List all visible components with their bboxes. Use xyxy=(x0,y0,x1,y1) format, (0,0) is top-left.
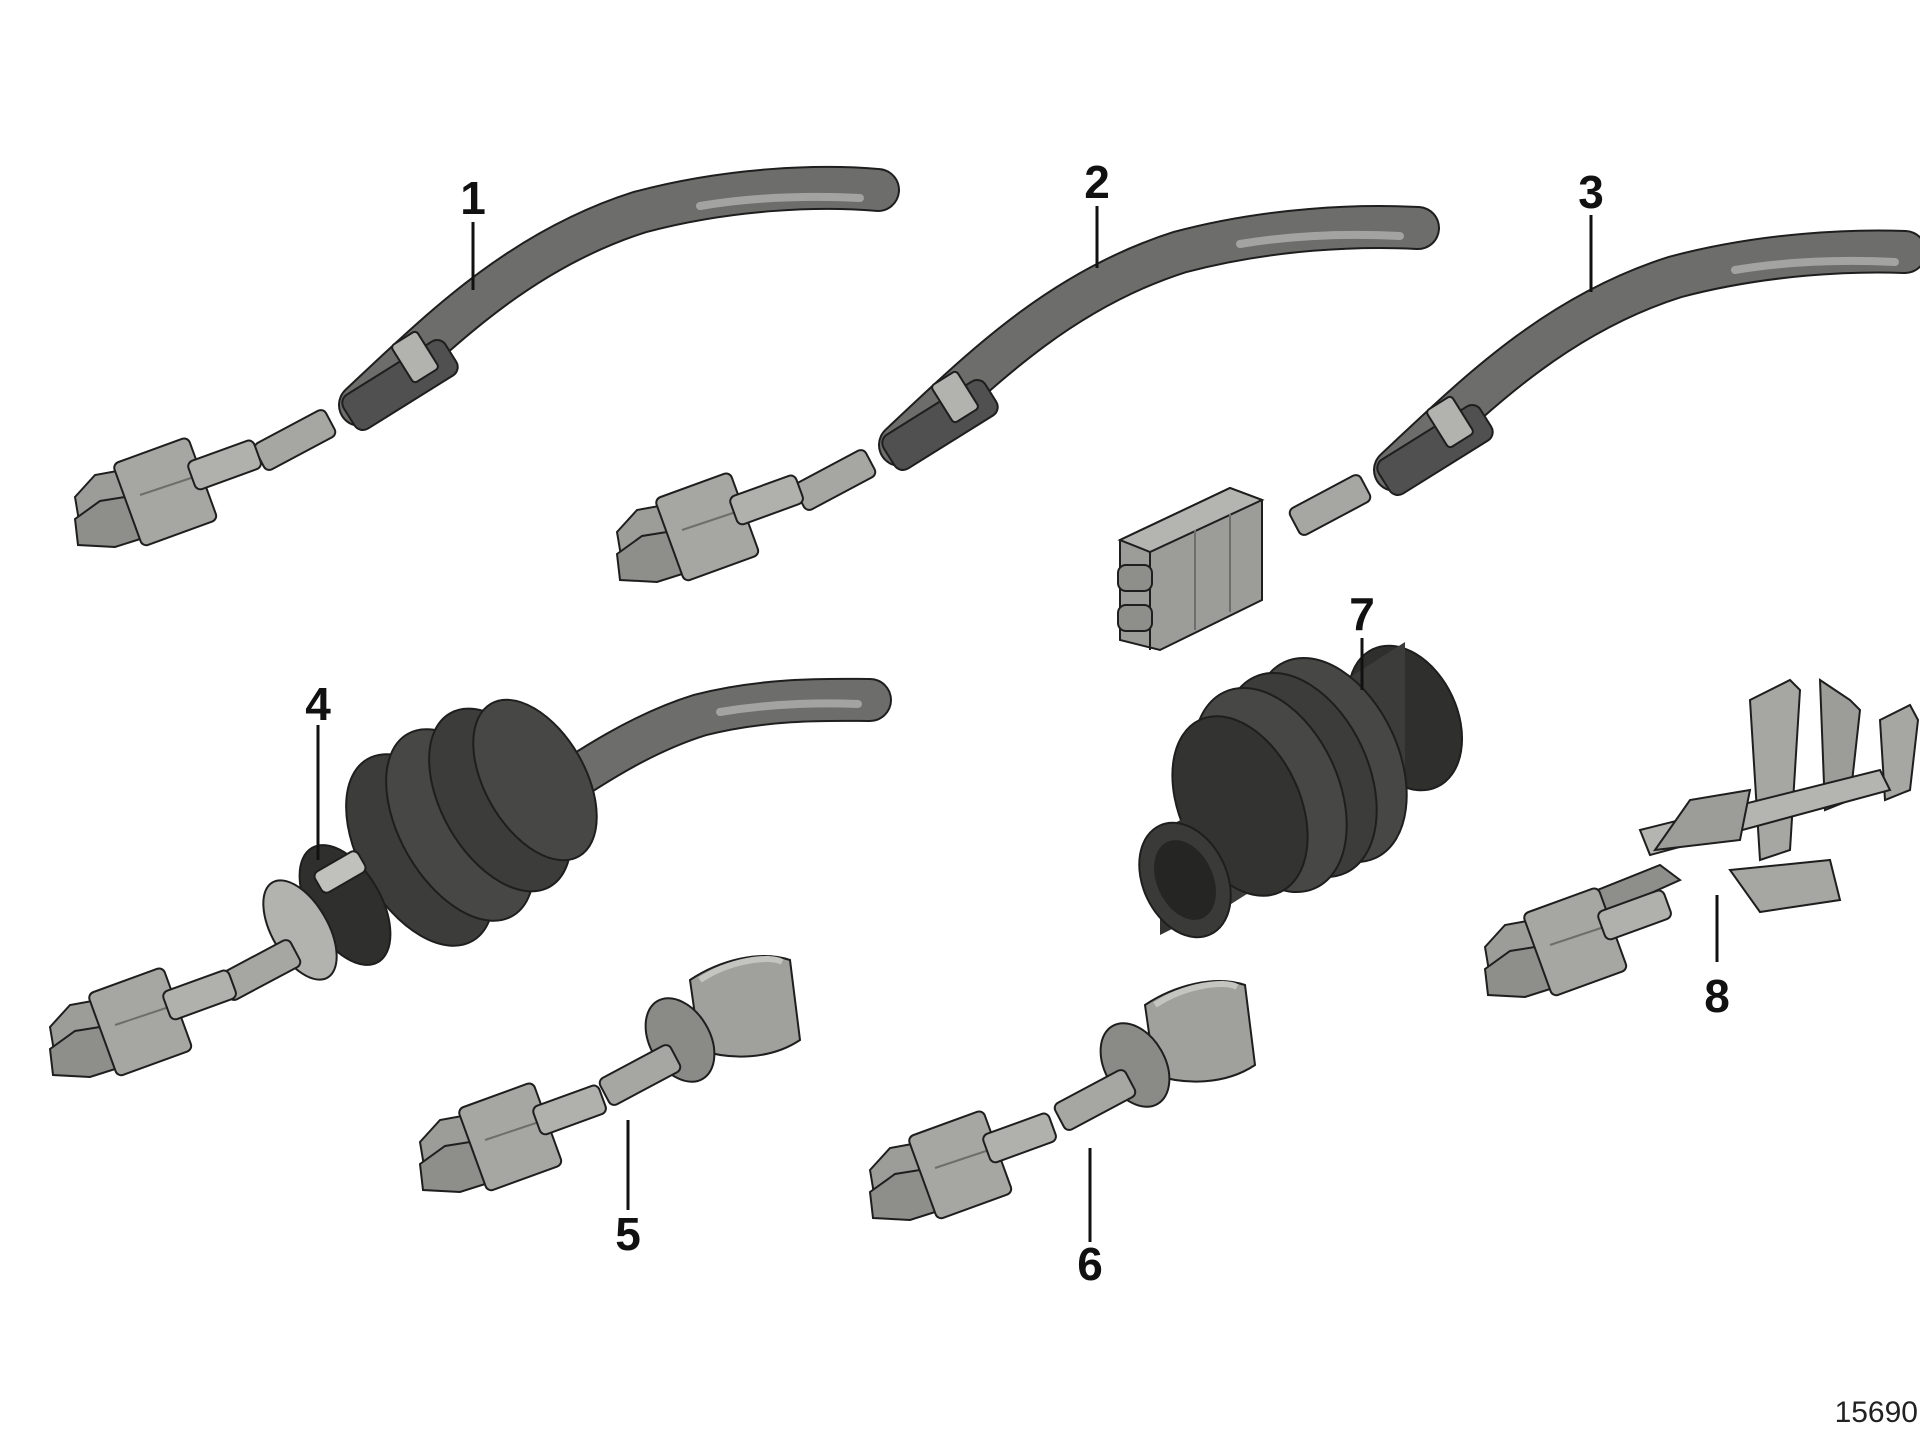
callout-1: 1 xyxy=(460,172,486,224)
part-6-crimp-terminal xyxy=(869,980,1257,1221)
part-2-wire-with-terminal xyxy=(616,205,1440,583)
callout-6: 6 xyxy=(1077,1238,1103,1290)
leader-lines xyxy=(316,206,1719,1242)
callout-2: 2 xyxy=(1084,156,1110,208)
callouts: 1 2 3 4 5 6 7 8 xyxy=(305,156,1730,1290)
part-4-sealed-wire-with-terminal xyxy=(49,677,892,1078)
document-number: 15690 xyxy=(1835,1396,1918,1429)
callout-7: 7 xyxy=(1349,588,1375,640)
callout-5: 5 xyxy=(615,1208,641,1260)
part-7-single-wire-seal xyxy=(1138,642,1464,939)
part-3-wire-with-terminal xyxy=(1117,229,1920,652)
callout-3: 3 xyxy=(1578,166,1604,218)
callout-8: 8 xyxy=(1704,970,1730,1022)
part-1-wire-with-terminal xyxy=(74,165,900,548)
callout-4: 4 xyxy=(305,678,331,730)
part-8-terminal-with-carrier-strip xyxy=(1484,678,1920,998)
part-5-crimp-terminal xyxy=(419,955,802,1193)
